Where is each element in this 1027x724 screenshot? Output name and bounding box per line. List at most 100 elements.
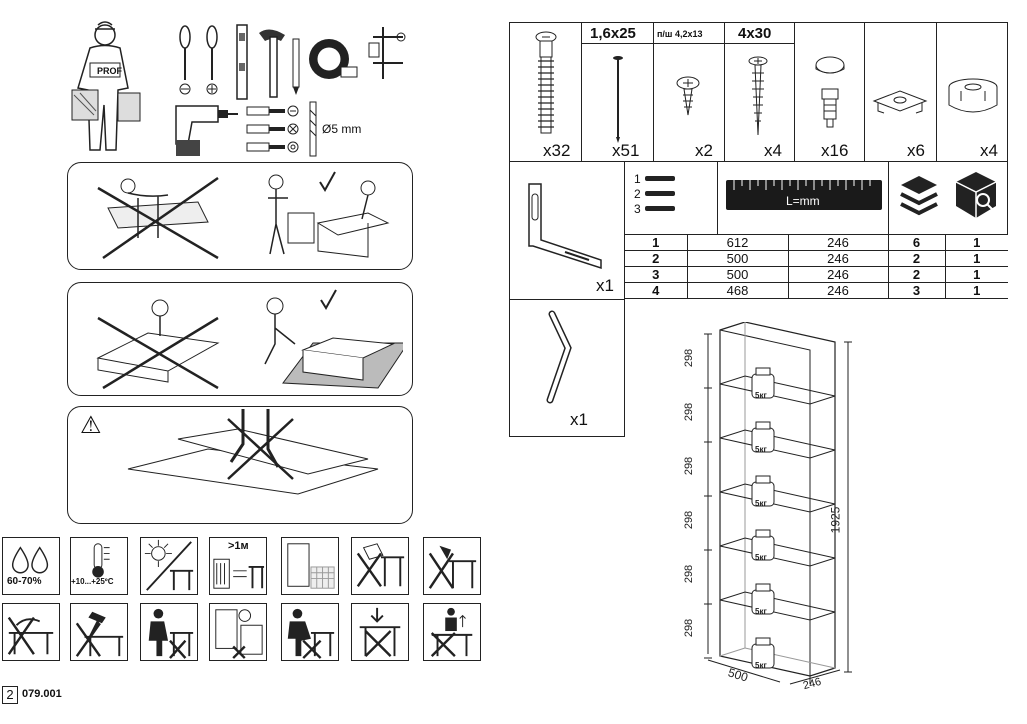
ruler-label: L=mm (786, 194, 820, 208)
shelf-support-icon (872, 90, 928, 114)
table-row: 2 500 246 2 1 (625, 250, 1008, 267)
shelf-height-label-4: 298 (683, 510, 696, 530)
worker-illustration (71, 21, 141, 151)
page-number-box: 2 (2, 686, 18, 704)
legend-number-1: 1 (634, 172, 641, 186)
level-icon (236, 24, 248, 100)
shelf-height-label-5: 298 (683, 564, 696, 584)
hardware-count-7: x4 (980, 141, 998, 160)
weight-label-6: 5кг (755, 661, 767, 670)
table-cell: 2 (888, 250, 946, 267)
confirmat-screw-icon (535, 31, 557, 134)
product-code: 079.001 (22, 688, 62, 700)
wrong-lifting-illustration (97, 176, 219, 260)
no-liquids-icon (351, 537, 409, 595)
no-sitting-icon (140, 603, 198, 661)
ruler-cell: L=mm (717, 161, 889, 235)
package-search-icon (955, 172, 997, 218)
hex-key-icon (546, 310, 572, 404)
hardware-count-3: x2 (695, 141, 713, 160)
drill-bits-icon (246, 105, 299, 153)
quantity-legend-cell (888, 161, 1008, 235)
table-row: 1 612 246 6 1 (625, 235, 1008, 251)
table-cell: 1 (945, 266, 1008, 283)
screwdriver-icon (179, 25, 218, 95)
bracket-cell: x1 (509, 161, 625, 300)
shelf-height-label-2: 298 (683, 402, 696, 422)
table-cell: 246 (788, 266, 889, 283)
cabinet-drawing (704, 322, 852, 685)
tools-section: PROF Ø5 mm (60, 15, 430, 160)
weight-label-4: 5кг (755, 553, 767, 562)
weight-label-1: 5кг (755, 391, 767, 400)
legend-number-2: 2 (634, 187, 641, 201)
table-cell: 4 (625, 282, 688, 299)
no-climbing-icon (423, 603, 481, 661)
no-leaning-icon (281, 603, 339, 661)
table-cell: 500 (687, 250, 789, 267)
no-sharp-objects-icon (2, 603, 60, 661)
tape-measure-icon (309, 39, 358, 79)
panel-lift-correctly (67, 162, 413, 270)
table-row: 3 500 246 2 1 (625, 266, 1008, 283)
drill-icon (175, 105, 238, 156)
ruler-icon: L=mm (726, 180, 882, 210)
table-cell: 1 (945, 282, 1008, 299)
distance-label: >1м (228, 540, 249, 552)
wall-bracket-icon (528, 183, 602, 270)
hardware-header-3: п/ш 4,2x13 (657, 29, 703, 39)
no-spray-icon (423, 537, 481, 595)
table-cell: 1 (945, 250, 1008, 267)
table-cell: 500 (687, 266, 789, 283)
sizes-table: 1 612 246 6 1 2 500 246 2 1 3 500 246 2 … (625, 235, 1008, 299)
shelf-height-label-1: 298 (683, 348, 696, 368)
table-cell: 1 (625, 235, 688, 251)
correct-floor-illustration (264, 289, 403, 389)
bracket-count: x1 (596, 276, 614, 295)
table-cell: 3 (625, 266, 688, 283)
table-cell: 3 (888, 282, 946, 299)
stack-layers-icon (900, 176, 938, 216)
weight-label-2: 5кг (755, 445, 767, 454)
humidity-label: 60-70% (7, 576, 42, 587)
washer-screw-icon (676, 76, 700, 116)
humidity-icon (2, 537, 60, 595)
temperature-label: +10...+25ºC (71, 577, 114, 586)
hardware-count-5: x16 (821, 141, 849, 160)
stepping-on-panels-illustration (127, 409, 379, 495)
temperature-icon (70, 537, 128, 595)
table-cell: 6 (888, 235, 946, 251)
no-hanging-on-door-icon (209, 603, 267, 661)
table-cell: 246 (788, 282, 889, 299)
no-overload-top-icon (351, 603, 409, 661)
list-icon (645, 176, 675, 211)
pencil-icon (292, 38, 300, 95)
table-cell: 2 (888, 266, 946, 283)
shelf-height-label-3: 298 (683, 456, 696, 476)
hardware-count-1: x32 (543, 141, 571, 160)
weight-label-5: 5кг (755, 607, 767, 616)
warning-icon: ⚠ (80, 412, 102, 439)
hardware-count-2: x51 (612, 141, 640, 160)
panel-floor-protection (67, 282, 413, 396)
total-height-label: 1925 (828, 506, 843, 534)
hardware-count-6: x6 (907, 141, 925, 160)
no-hammering-icon (70, 603, 128, 661)
weight-label-3: 5кг (755, 499, 767, 508)
hardware-count-4: x4 (764, 141, 782, 160)
legend-number-3: 3 (634, 202, 641, 216)
table-cell: 612 (687, 235, 789, 251)
wood-screw-icon (748, 56, 768, 136)
table-row: 4 468 246 3 1 (625, 282, 1008, 299)
panel-warning-stepping: ⚠ (67, 406, 413, 524)
table-cell: 246 (788, 235, 889, 251)
hexkey-count: x1 (570, 410, 588, 429)
page-number: 2 (6, 687, 14, 702)
worker-cap-label: PROF (97, 66, 123, 76)
drill-size-label: Ø5 mm (322, 122, 362, 136)
table-cell: 246 (788, 250, 889, 267)
shelf-height-label-6: 298 (683, 618, 696, 638)
wrong-floor-illustration (96, 299, 220, 390)
furniture-leg-icon (948, 78, 998, 113)
no-direct-sunlight-icon (140, 537, 198, 595)
